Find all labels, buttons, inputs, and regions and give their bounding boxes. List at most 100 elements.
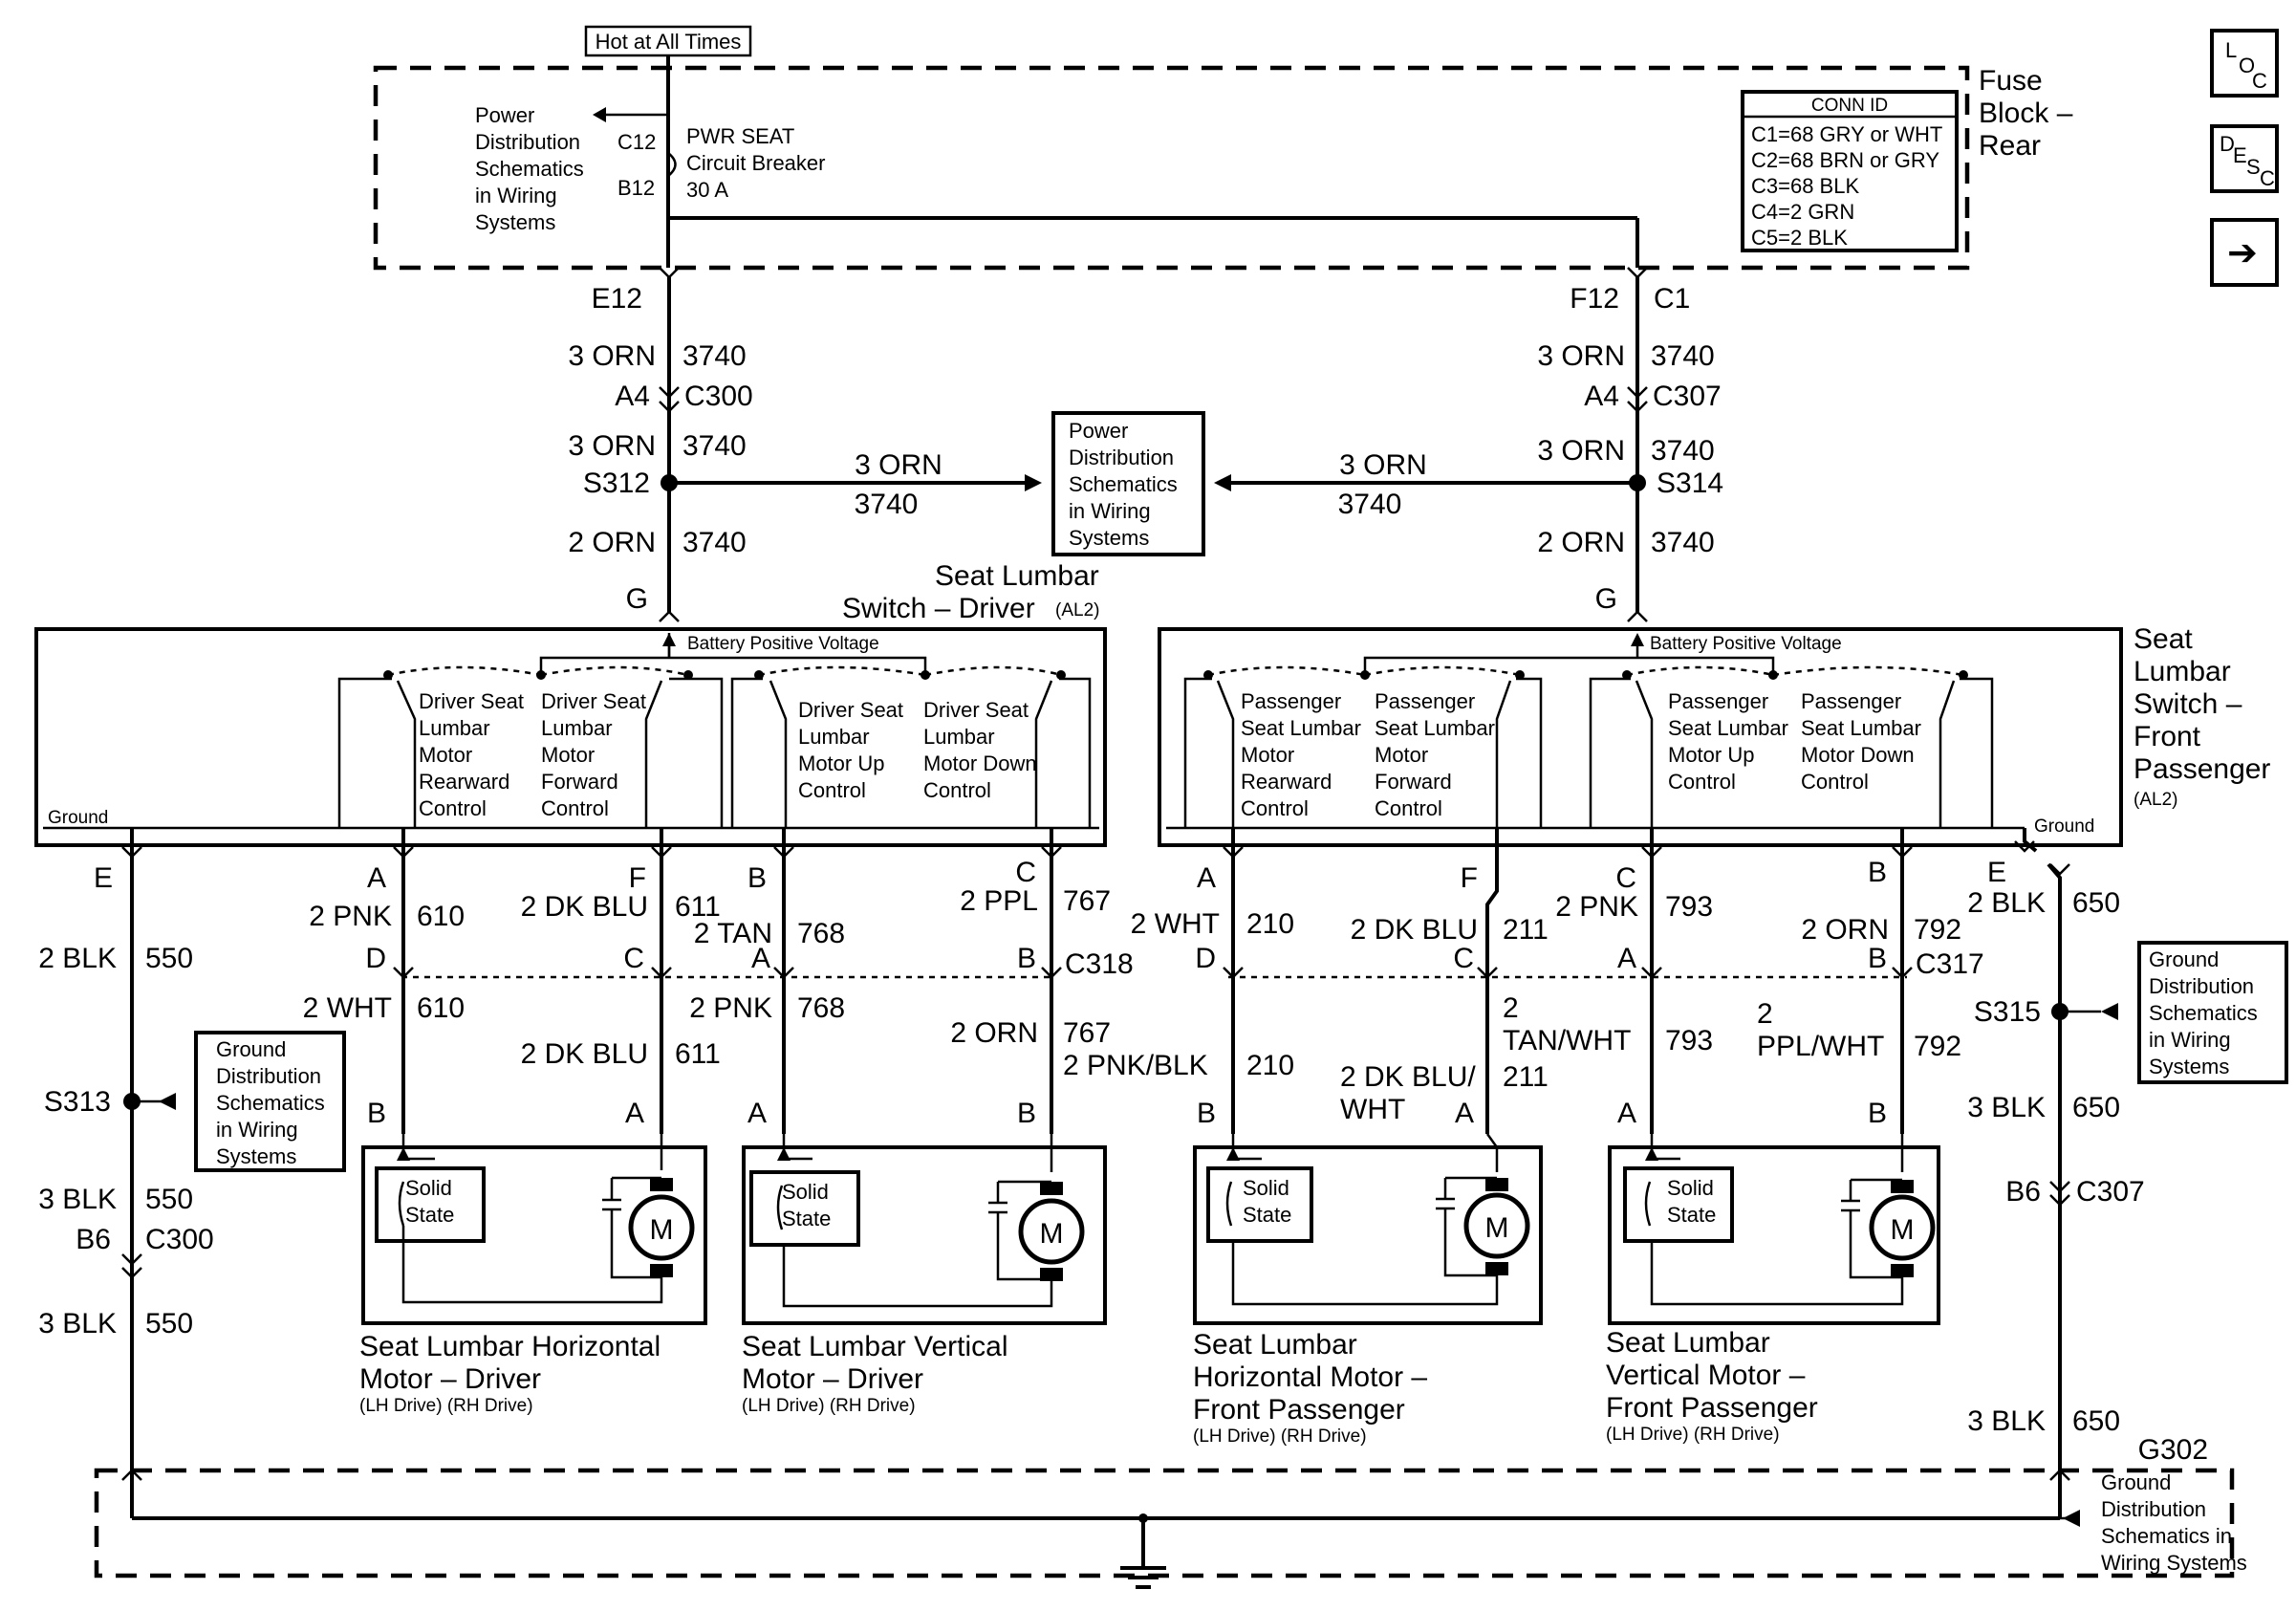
svg-text:Schematics in: Schematics in (2101, 1524, 2232, 1548)
svg-text:PWR SEAT: PWR SEAT (686, 124, 794, 148)
connector-c300-bottom (121, 1253, 142, 1279)
pass-feed-wire1: 3 ORN (1537, 340, 1625, 372)
pass-feed-circuit1: 3740 (1651, 340, 1715, 372)
arrow-left-icon (1214, 474, 1231, 491)
svg-text:Driver Seat: Driver Seat (419, 689, 524, 713)
driver-feed-wire2: 3 ORN (568, 430, 656, 462)
driver-feed-wire3: 2 ORN (568, 527, 656, 558)
svg-text:C5=2 BLK: C5=2 BLK (1751, 226, 1848, 250)
svg-text:2 DK BLU/: 2 DK BLU/ (1340, 1061, 1476, 1093)
wire-793-circuit-a: 793 (1665, 891, 1713, 923)
driver-sw1-label: Driver Seat Lumbar Motor Rearward Contro… (419, 689, 524, 820)
arrow-left-icon (593, 107, 606, 122)
wire-550-color-a: 2 BLK (38, 943, 117, 974)
svg-text:Seat Lumbar: Seat Lumbar (935, 560, 1099, 592)
driver-g-label: G (626, 583, 648, 615)
desc-button[interactable]: D E S C (2210, 124, 2279, 193)
loc-button[interactable]: L O C (2210, 29, 2279, 98)
svg-text:Distribution: Distribution (1069, 446, 1174, 469)
conn-210-b: B (1197, 1098, 1216, 1129)
svg-text:(AL2): (AL2) (2134, 790, 2177, 810)
driver-batt-bus (539, 656, 927, 675)
motor-pass-vertical: M Solid State (1608, 1134, 1940, 1325)
svg-text:in Wiring: in Wiring (475, 184, 557, 207)
svg-text:Distribution: Distribution (475, 130, 580, 154)
pass-sw3-label: Passenger Seat Lumbar Motor Up Control (1668, 689, 1788, 794)
connector-f12 (1627, 267, 1648, 279)
conn-611-a: A (625, 1098, 644, 1129)
svg-text:Control: Control (541, 796, 609, 820)
svg-text:TAN/WHT: TAN/WHT (1503, 1025, 1631, 1056)
wire-611-circuit-a: 611 (675, 891, 721, 923)
pass-switch-outer-wires (1183, 677, 1543, 828)
wire-650-circuit-c: 650 (2072, 1405, 2120, 1437)
pass-battery-label: Battery Positive Voltage (1650, 634, 1842, 654)
driver-switch-blades (396, 680, 1053, 828)
driver-battery-label: Battery Positive Voltage (687, 634, 879, 654)
svg-text:Schematics: Schematics (1069, 472, 1178, 496)
driver-switch-box (34, 627, 1107, 847)
wire-650-color-a: 2 BLK (1967, 887, 2046, 919)
svg-text:State: State (782, 1207, 831, 1230)
svg-text:State: State (1243, 1203, 1291, 1227)
svg-text:Front: Front (2134, 721, 2201, 752)
next-page-button[interactable]: ➔ (2210, 218, 2279, 287)
svg-text:(LH Drive) (RH Drive): (LH Drive) (RH Drive) (742, 1396, 916, 1416)
svg-text:Forward: Forward (541, 770, 618, 794)
svg-text:Seat Lumbar: Seat Lumbar (1668, 716, 1788, 740)
svg-text:Seat Lumbar: Seat Lumbar (1375, 716, 1495, 740)
motor-driver-vertical: M Solid State (742, 1134, 1107, 1325)
conn-id-title: CONN ID (1811, 96, 1888, 116)
svg-text:Motor: Motor (1241, 743, 1294, 767)
svg-text:Lumbar: Lumbar (923, 725, 995, 749)
wire-793-circuit-b: 793 (1665, 1025, 1713, 1056)
wire-550-circuit-a: 550 (145, 943, 193, 974)
driver-feed-circuit1: 3740 (682, 340, 747, 372)
svg-text:Systems: Systems (1069, 526, 1149, 550)
svg-text:30 A: 30 A (686, 178, 728, 202)
motor-pass-horizontal-title: Seat Lumbar Horizontal Motor – Front Pas… (1193, 1329, 1427, 1447)
svg-text:C4=2 GRN: C4=2 GRN (1751, 200, 1854, 224)
c12-label: C12 (617, 130, 656, 154)
arrow-up-icon (662, 633, 676, 646)
pass-switch-title: Seat Lumbar Switch – Front Passenger (AL… (2134, 623, 2270, 810)
pass-ground-wire (2023, 828, 2062, 1518)
svg-text:Motor Up: Motor Up (798, 751, 884, 775)
wire-792-color-b: 2 PPL/WHT (1757, 998, 1884, 1062)
pass-sw1-label: Passenger Seat Lumbar Motor Rearward Con… (1241, 689, 1361, 820)
svg-text:Distribution: Distribution (216, 1064, 321, 1088)
pass-feed-wire3: 2 ORN (1537, 527, 1625, 558)
svg-text:M: M (1040, 1218, 1064, 1250)
svg-text:WHT: WHT (1340, 1094, 1405, 1125)
e12-label: E12 (592, 283, 642, 315)
svg-text:State: State (1667, 1203, 1716, 1227)
svg-text:Systems: Systems (2149, 1055, 2229, 1078)
center-left-wire: 3 ORN (855, 449, 942, 481)
svg-text:Wiring Systems: Wiring Systems (2101, 1551, 2247, 1575)
wire-611-color-b: 2 DK BLU (521, 1038, 648, 1070)
center-right-wire: 3 ORN (1339, 449, 1427, 481)
arrow-up-icon (1631, 633, 1644, 646)
wire-650-circuit-a: 650 (2072, 887, 2120, 919)
s315-label: S315 (1974, 996, 2041, 1028)
conn-610-d: D (365, 943, 386, 974)
svg-text:Seat: Seat (2134, 623, 2193, 655)
ground-block-boundary (94, 1468, 2235, 1578)
svg-text:Passenger: Passenger (1375, 689, 1475, 713)
driver-a4-label: A4 (615, 381, 650, 412)
hot-label: Hot at All Times (596, 30, 742, 54)
wire-792-circuit-b: 792 (1914, 1031, 1961, 1062)
svg-text:C2=68 BRN or GRY: C2=68 BRN or GRY (1751, 148, 1939, 172)
svg-text:Schematics: Schematics (2149, 1001, 2258, 1025)
svg-text:Ground: Ground (2149, 947, 2219, 971)
conn-767-b: B (1017, 1098, 1036, 1129)
wire-211-circuit-a: 211 (1503, 914, 1549, 946)
wire-768-circuit-b: 768 (797, 992, 845, 1024)
svg-text:(LH Drive) (RH Drive): (LH Drive) (RH Drive) (1193, 1426, 1367, 1447)
wire-550-circuit-c: 550 (145, 1308, 193, 1339)
pass-feed-circuit3: 3740 (1651, 527, 1715, 558)
conn-610-a: A (367, 862, 386, 894)
svg-text:Forward: Forward (1375, 770, 1452, 794)
svg-text:Schematics: Schematics (216, 1091, 325, 1115)
